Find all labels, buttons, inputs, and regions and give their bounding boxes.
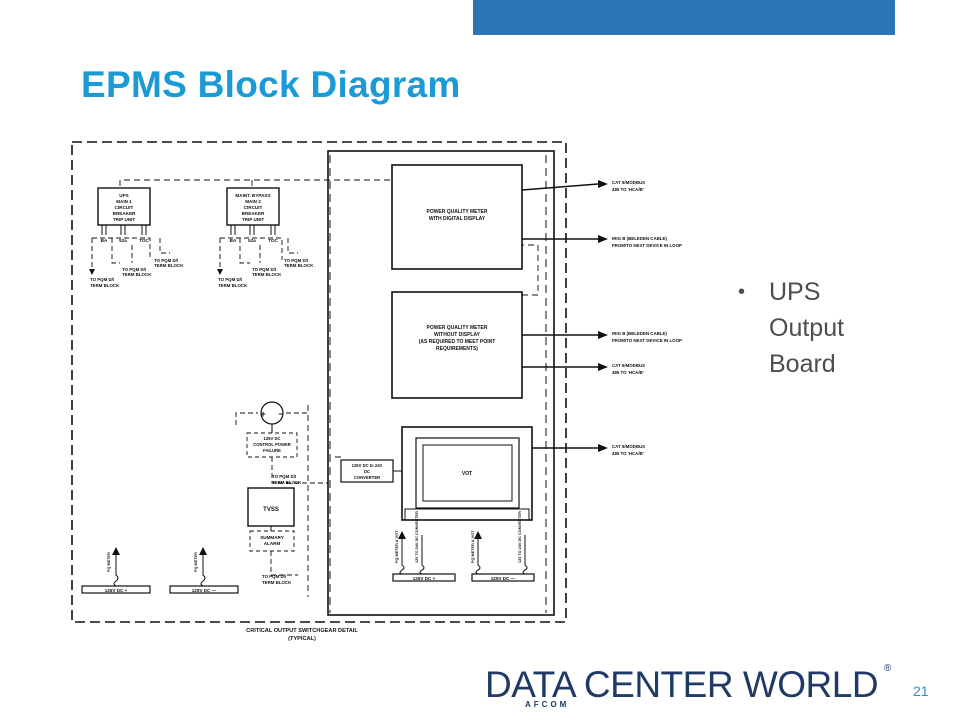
converter-label: DC bbox=[364, 469, 370, 474]
converter-vert-label: 125 TO 24V DC CONVERTER bbox=[415, 511, 419, 563]
data-center-world-logo: DATA CENTER WORLD ® AFCOM bbox=[485, 663, 895, 713]
breaker1-label: CIRCUIT bbox=[115, 205, 134, 210]
irig-label: FROM/TO NEXT DEVICE IN LOOP bbox=[612, 338, 682, 343]
bullet-dot-icon: • bbox=[738, 281, 746, 303]
vot-label: VOT bbox=[462, 471, 472, 477]
to-pqm-label: TERM BLOCK bbox=[154, 263, 184, 268]
breaker1-label: BREAKER bbox=[113, 211, 136, 216]
diagram-caption: CRITICAL OUTPUT SWITCHGEAR DETAIL bbox=[246, 628, 358, 634]
breaker2-label: MAIN 2 bbox=[245, 199, 261, 204]
irig-label: IRIG B (BELEDEN CABLE) bbox=[612, 331, 667, 336]
to-pqm-label: TO PQM D/I bbox=[284, 258, 308, 263]
control-power-label: CONTROL POWER bbox=[253, 442, 291, 447]
slide-title: EPMS Block Diagram bbox=[81, 64, 461, 105]
bypass-breaker-box bbox=[226, 187, 280, 226]
top-accent-bar bbox=[473, 0, 895, 35]
bullet-line: Output bbox=[769, 314, 845, 342]
plus-sign: + bbox=[260, 409, 265, 419]
to-pqm-label: TERM BLOCK bbox=[90, 283, 120, 288]
cat5-label: CAT 5/MODBUS bbox=[612, 180, 645, 185]
cat5-label: CAT 5/MODBUS bbox=[612, 444, 645, 449]
port-label: TOC bbox=[268, 238, 278, 243]
breaker2-label: CIRCUIT bbox=[244, 205, 263, 210]
breaker1-label: UPS bbox=[119, 193, 128, 198]
control-power-label: 125V DC bbox=[264, 436, 281, 441]
to-pqm-label: TERM BLOCK bbox=[252, 272, 282, 277]
to-pqm-label: TO PQM D/I bbox=[218, 277, 242, 282]
summary-alarm-label: ALARM bbox=[264, 541, 281, 546]
bus-label: 125V DC + bbox=[105, 588, 128, 593]
port-label: BA bbox=[230, 238, 237, 243]
port-label: BA bbox=[101, 238, 108, 243]
to-pqm-label: TO PQM D/I bbox=[262, 574, 286, 579]
pqm-display-label: POWER QUALITY METER bbox=[426, 209, 487, 215]
epms-panel bbox=[327, 150, 555, 616]
bus-label: 125V DC — bbox=[192, 588, 217, 593]
to-pqm-label: TO PQM D/I bbox=[154, 258, 178, 263]
converter-vert-label: 125 TO 24V DC CONVERTER bbox=[518, 511, 522, 563]
breaker1-label: MAIN 1 bbox=[116, 199, 132, 204]
ups-main-breaker-box bbox=[97, 187, 151, 226]
pqm-without-display-box bbox=[391, 291, 523, 399]
pq-meter-label: PQ METER bbox=[107, 552, 111, 572]
breaker2-label: MAINT. BYPASS bbox=[235, 193, 270, 198]
minus-sign: − bbox=[278, 409, 283, 419]
to-pqm-label: TERM BLOCK bbox=[262, 580, 292, 585]
cat5-label: CAT 5/MODBUS bbox=[612, 363, 645, 368]
breaker2-label: TRIP UNIT bbox=[242, 217, 265, 222]
summary-alarm-label: SUMMARY bbox=[260, 535, 284, 540]
to-pqm-label: TERM BLOCK bbox=[284, 263, 314, 268]
pq-meter-vot-label: PQ METER & VOT bbox=[471, 530, 475, 563]
bullet-line: UPS bbox=[769, 278, 821, 306]
to-pqm-label: TO PQM D/I bbox=[122, 267, 146, 272]
logo-subtext: AFCOM bbox=[525, 700, 570, 709]
to-pqm-label: TO PQM D/I bbox=[90, 277, 114, 282]
cat5-label: 485 TO 'HCA/B' bbox=[612, 370, 644, 375]
bullet-line: Board bbox=[769, 350, 836, 378]
irig-label: IRIG B (BELEDEN CABLE) bbox=[612, 236, 667, 241]
breaker1-label: TRIP UNIT bbox=[113, 217, 136, 222]
control-power-label: FAILURE bbox=[263, 448, 281, 453]
pqm-nodisplay-label: POWER QUALITY METER bbox=[426, 325, 487, 331]
page-number: 21 bbox=[913, 683, 929, 699]
logo-text: DATA CENTER WORLD bbox=[485, 664, 879, 705]
pqm-display-label: WITH DIGITAL DISPLAY bbox=[429, 216, 486, 222]
bus-label: 125V DC — bbox=[491, 576, 516, 581]
epms-block-diagram: UPS MAIN 1 CIRCUIT BREAKER TRIP UNIT MAI… bbox=[71, 141, 682, 642]
to-pqm-label: TERM BLOCK bbox=[218, 283, 248, 288]
converter-label: 125V DC to 24V bbox=[352, 463, 383, 468]
breaker2-label: BREAKER bbox=[242, 211, 265, 216]
cat5-label: 485 TO 'HCA/B' bbox=[612, 451, 644, 456]
irig-label: FROM/TO NEXT DEVICE IN LOOP bbox=[612, 243, 682, 248]
tvss-label: TVSS bbox=[263, 507, 279, 513]
pq-meter-label: PQ METER bbox=[194, 552, 198, 572]
port-label: 52a bbox=[248, 238, 256, 243]
converter-label: CONVERTER bbox=[354, 475, 380, 480]
pqm-nodisplay-label: WITHOUT DISPLAY bbox=[434, 332, 481, 338]
to-pqm-label: TO PQM D/I bbox=[272, 474, 296, 479]
bus-label: 125V DC + bbox=[413, 576, 436, 581]
to-pqm-label: TO PQM D/I bbox=[252, 267, 276, 272]
switchgear-outline bbox=[71, 141, 567, 623]
bullet-text: UPS Output Board bbox=[769, 274, 879, 382]
pqm-nodisplay-label: (AS REQUIRED TO MEET POINT bbox=[419, 339, 496, 345]
pqm-nodisplay-label: REQUIREMENTS) bbox=[436, 346, 478, 352]
pqm-with-display-box bbox=[391, 164, 523, 270]
diagram-caption: (TYPICAL) bbox=[288, 636, 316, 642]
logo-registered-mark: ® bbox=[884, 663, 892, 674]
to-pqm-label: TERM BLOCK bbox=[272, 480, 302, 485]
cat5-label: 485 TO 'HCA/B' bbox=[612, 187, 644, 192]
port-label: TOC bbox=[139, 238, 149, 243]
to-pqm-label: TERM BLOCK bbox=[122, 272, 152, 277]
port-label: 52a bbox=[119, 238, 127, 243]
pq-meter-vot-label: PQ METER & VOT bbox=[395, 530, 399, 563]
